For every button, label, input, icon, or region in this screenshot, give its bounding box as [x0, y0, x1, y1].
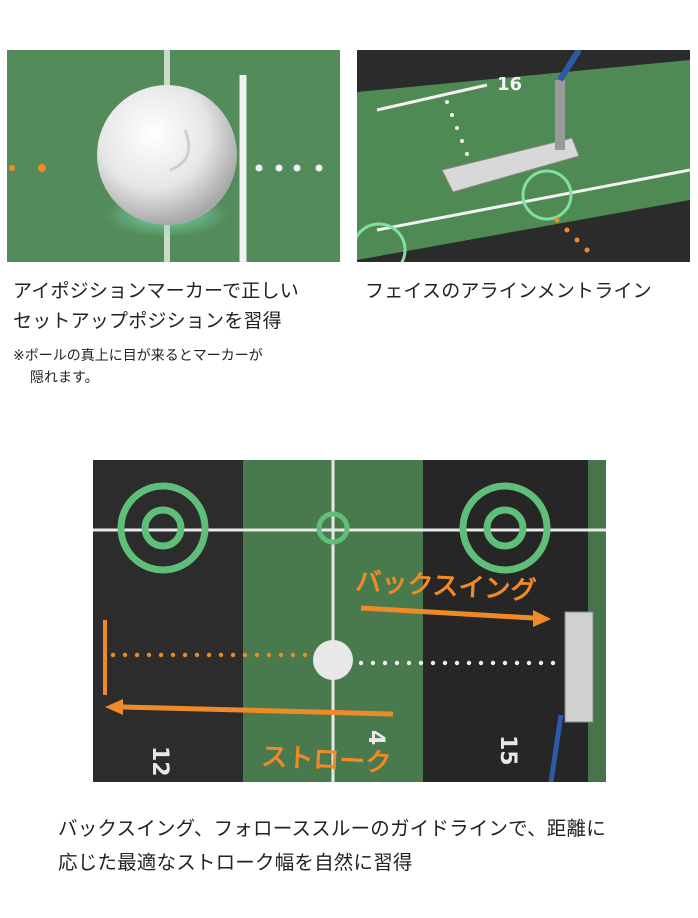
caption-face-alignment: フェイスのアラインメントライン [365, 276, 695, 306]
guide-dot [478, 660, 484, 666]
svg-text:16: 16 [497, 74, 522, 95]
guide-dot [454, 660, 460, 666]
note-line: 隠れます。 [30, 369, 99, 386]
distance-mark: 12 [147, 746, 172, 777]
guide-dot [290, 652, 296, 658]
photo-face-alignment-line: 16 [357, 50, 690, 262]
guide-dot [254, 652, 260, 658]
guide-dot [442, 660, 448, 666]
guide-dot [110, 652, 116, 658]
guide-dot [122, 652, 128, 658]
guide-dot [242, 652, 248, 658]
guide-dot [358, 660, 364, 666]
caption-eye-position: アイポジションマーカーで正しい セットアップポジションを習得 [13, 276, 343, 337]
guide-dot [430, 660, 436, 666]
golf-ball-icon [313, 640, 353, 680]
distance-mark: 4 [363, 730, 388, 745]
guide-dot [158, 652, 164, 658]
guide-dot [406, 660, 412, 666]
golf-ball-icon [97, 85, 237, 225]
follow-through-guide-dots [358, 660, 556, 666]
guide-dot [394, 660, 400, 666]
guide-dot [278, 652, 284, 658]
guide-dot [418, 660, 424, 666]
guide-dot [538, 660, 544, 666]
guide-dot [230, 652, 236, 658]
guide-dot [206, 652, 212, 658]
guide-dot [370, 660, 376, 666]
putter-head-icon [564, 611, 594, 723]
guide-dot [218, 652, 224, 658]
caption-note: ※ボールの真上に目が来るとマーカーが 隠れます。 [13, 346, 343, 389]
guide-dot [182, 652, 188, 658]
caption-stroke-guide: バックスイング、フォローススルーのガイドラインで、距離に 応じた最適なストローク… [58, 812, 658, 880]
guide-dot [382, 660, 388, 666]
guide-dot [466, 660, 472, 666]
note-line: ※ボールの真上に目が来るとマーカーが [13, 348, 263, 364]
guide-dot [302, 652, 308, 658]
caption-line: 応じた最適なストローク幅を自然に習得 [58, 851, 413, 875]
distance-mark: 15 [495, 735, 520, 766]
guide-dot [550, 660, 556, 666]
guide-dot [514, 660, 520, 666]
caption-line: アイポジションマーカーで正しい [13, 280, 299, 302]
caption-line: バックスイング、フォローススルーのガイドラインで、距離に [58, 817, 606, 840]
guide-dot [194, 652, 200, 658]
guide-dot [266, 652, 272, 658]
guide-dot [526, 660, 532, 666]
guide-dot [134, 652, 140, 658]
caption-line: セットアップポジションを習得 [13, 310, 282, 333]
stroke-label: ストローク [261, 742, 392, 779]
guide-dot [502, 660, 508, 666]
guide-dot [170, 652, 176, 658]
caption-line: フェイスのアラインメントライン [365, 280, 652, 302]
photo-stroke-guide: バックスイング ストローク 12 4 15 [93, 460, 606, 782]
photo-eye-position-marker [7, 50, 340, 262]
guide-dot [490, 660, 496, 666]
guide-dot [146, 652, 152, 658]
putter-head-icon [441, 137, 580, 193]
